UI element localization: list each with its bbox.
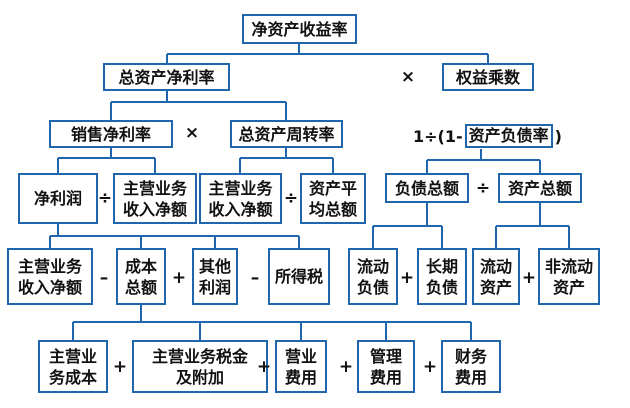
node-debt-ratio: 资产负债率 [464, 124, 553, 148]
times-operator: × [184, 123, 200, 143]
node-avg-assets: 资产平 均总额 [300, 173, 366, 224]
divide-operator: ÷ [283, 188, 299, 208]
link-roa [110, 91, 287, 120]
link-assets [495, 203, 570, 248]
plus-operator: + [399, 268, 415, 288]
node-asset-turnover: 总资产周转率 [230, 120, 343, 148]
node-operating-expense: 营业 费用 [275, 340, 327, 393]
node-net-profit: 净利润 [18, 173, 98, 224]
node-total-cost: 成本 总额 [116, 248, 166, 305]
node-current-liabilities: 流动 负债 [348, 248, 398, 305]
node-roe: 净资产收益率 [242, 14, 357, 44]
plus-operator: + [256, 357, 272, 377]
node-income-tax: 所得税 [268, 248, 330, 305]
link-net-margin [57, 148, 156, 173]
node-admin-expense: 管理 费用 [357, 340, 415, 393]
node-net-margin: 销售净利率 [49, 120, 173, 148]
minus-operator: – [250, 268, 260, 288]
formula-suffix: ) [554, 126, 562, 146]
node-other-profit: 其他 利润 [192, 248, 238, 305]
link-net-profit [49, 224, 300, 248]
node-revenue-c: 主营业务 收入净额 [7, 248, 93, 305]
divide-operator: ÷ [475, 178, 491, 198]
link-liabilities [372, 203, 443, 248]
node-main-cost: 主营业 务成本 [38, 340, 108, 393]
node-current-assets: 流动 资产 [472, 248, 520, 305]
plus-operator: + [112, 357, 128, 377]
divide-operator: ÷ [97, 188, 113, 208]
plus-operator: + [422, 357, 438, 377]
plus-operator: + [521, 268, 537, 288]
minus-operator: – [99, 268, 109, 288]
node-long-term-liabilities: 长期 负债 [417, 248, 467, 305]
link-total-cost [72, 305, 472, 340]
node-non-current-assets: 非流动 资产 [538, 248, 600, 305]
node-finance-expense: 财务 费用 [441, 340, 501, 393]
node-main-tax: 主营业务税金 及附加 [132, 340, 268, 393]
plus-operator: + [338, 357, 354, 377]
link-asset-turnover [239, 148, 334, 173]
plus-operator: + [171, 268, 187, 288]
node-revenue-b: 主营业务 收入净额 [199, 173, 282, 224]
node-equity-multiplier: 权益乘数 [442, 63, 534, 91]
link-roe [166, 44, 489, 63]
formula-prefix: 1÷(1- [413, 126, 463, 146]
node-total-assets: 资产总额 [498, 173, 582, 203]
node-revenue-a: 主营业务 收入净额 [113, 173, 197, 224]
debt-ratio-formula: 1÷(1-资产负债率) [413, 124, 562, 148]
link-formula [426, 149, 541, 173]
node-total-liabilities: 负债总额 [385, 173, 469, 203]
node-roa: 总资产净利率 [103, 63, 230, 91]
times-operator: × [400, 67, 416, 87]
